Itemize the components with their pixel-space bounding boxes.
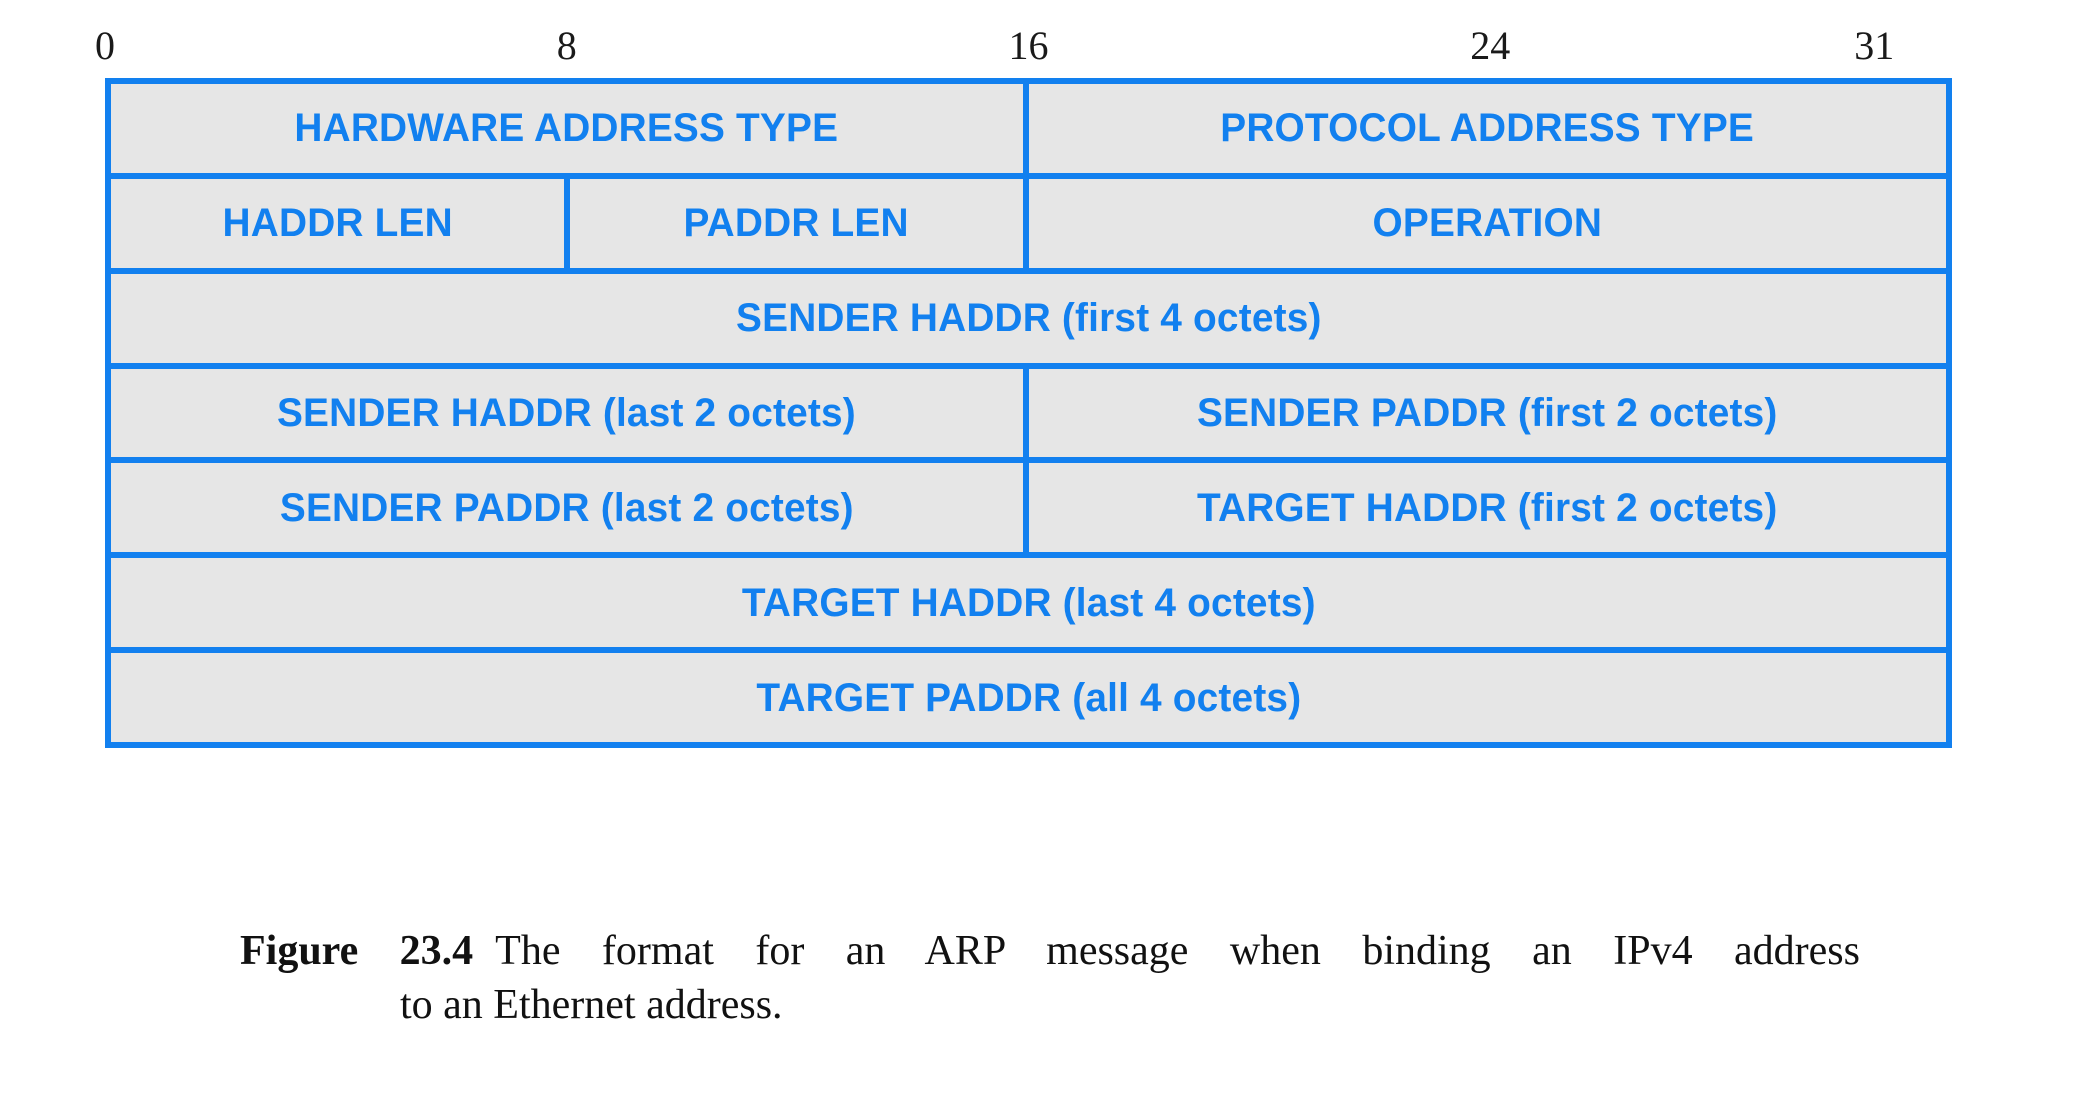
packet-field-label: SENDER HADDR (first 4 octets) (735, 296, 1322, 341)
packet-field-label: SENDER PADDR (last 2 octets) (279, 485, 854, 530)
packet-field-label: OPERATION (1372, 201, 1603, 246)
packet-row: SENDER HADDR (first 4 octets) (111, 274, 1946, 369)
packet-row: TARGET PADDR (all 4 octets) (111, 653, 1946, 742)
packet-field: PROTOCOL ADDRESS TYPE (1029, 84, 1947, 173)
bit-tick-24: 24 (1470, 23, 1511, 68)
packet-field: TARGET HADDR (first 2 octets) (1029, 463, 1947, 552)
packet-field: PADDR LEN (570, 178, 1029, 268)
figure-caption: Figure 23.4 The format for an ARP message… (240, 925, 1860, 1033)
bit-tick-16: 16 (1008, 23, 1049, 68)
packet-row: SENDER PADDR (last 2 octets) TARGET HADDR… (111, 463, 1947, 559)
packet-row: HARDWARE ADDRESS TYPE PROTOCOL ADDRESS TY… (111, 84, 1946, 179)
packet-field-label: PROTOCOL ADDRESS TYPE (1220, 106, 1755, 151)
packet-field: TARGET HADDR (last 4 octets) (111, 558, 1946, 647)
bit-offset-ruler: 0 8 16 24 31 (95, 22, 1952, 72)
packet-row: SENDER HADDR (last 2 octets) SENDER PADDR… (111, 368, 1947, 464)
figure-caption-line-1: The format for an ARP message when bindi… (495, 928, 1860, 974)
packet-field: SENDER PADDR (last 2 octets) (111, 463, 1029, 553)
figure-number: Figure 23.4 (240, 928, 474, 974)
packet-field: SENDER PADDR (first 2 octets) (1029, 369, 1947, 458)
packet-field: HARDWARE ADDRESS TYPE (111, 84, 1029, 173)
packet-field: SENDER HADDR (last 2 octets) (111, 368, 1029, 458)
packet-field: TARGET PADDR (all 4 octets) (111, 653, 1946, 742)
packet-field: OPERATION (1029, 179, 1947, 268)
packet-field: SENDER HADDR (first 4 octets) (111, 274, 1946, 363)
bit-tick-8: 8 (556, 23, 577, 68)
packet-row: HADDR LEN PADDR LEN OPERATION (111, 178, 1947, 274)
packet-row: TARGET HADDR (last 4 octets) (111, 558, 1946, 654)
bit-tick-0: 0 (95, 23, 115, 68)
packet-field: HADDR LEN (111, 178, 570, 268)
packet-field-label: TARGET HADDR (last 4 octets) (741, 580, 1316, 625)
figure-caption-line-2: to an Ethernet address. (400, 981, 783, 1028)
packet-field-label: HADDR LEN (222, 201, 453, 246)
packet-field-label: TARGET PADDR (all 4 octets) (756, 675, 1301, 720)
packet-field-label: TARGET HADDR (first 2 octets) (1197, 485, 1778, 530)
packet-field-label: PADDR LEN (683, 201, 909, 246)
packet-field-label: SENDER PADDR (first 2 octets) (1196, 391, 1778, 435)
packet-field-label: HARDWARE ADDRESS TYPE (294, 106, 839, 151)
arp-packet-format-table: HARDWARE ADDRESS TYPE PROTOCOL ADDRESS TY… (105, 78, 1952, 748)
packet-field-label: SENDER HADDR (last 2 octets) (277, 391, 857, 435)
bit-tick-31: 31 (1854, 23, 1895, 68)
